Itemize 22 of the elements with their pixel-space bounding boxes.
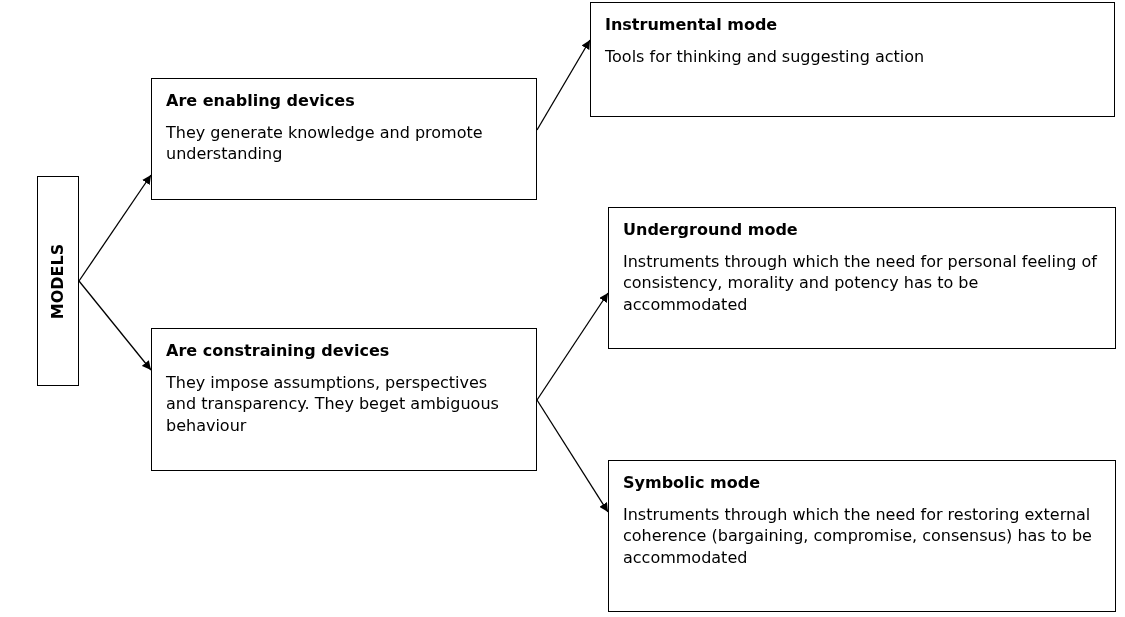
box-description: They generate knowledge and promote understanding xyxy=(166,121,484,165)
box-description: Tools for thinking and suggesting action xyxy=(605,45,926,68)
box-description: They impose assumptions, perspectives and transparency. They beget ambiguous behaviour xyxy=(166,371,500,437)
box-heading: Underground mode xyxy=(623,220,799,241)
box-description: Instruments through which the need for personal feeling of consistency, morality and potency has to be accommodated xyxy=(623,250,1099,316)
arrow xyxy=(78,174,152,282)
arrow xyxy=(78,280,152,371)
arrow xyxy=(536,39,591,131)
box-heading: Are enabling devices xyxy=(166,91,356,112)
box-heading: Symbolic mode xyxy=(623,473,762,494)
text-box xyxy=(608,460,1116,612)
text-box xyxy=(608,207,1116,349)
text-box xyxy=(590,2,1115,117)
arrow xyxy=(536,292,609,401)
box-heading: Are constraining devices xyxy=(166,341,391,362)
text-box xyxy=(151,328,537,471)
box-description: Instruments through which the need for restoring external coherence (bargaining, compromise, consensus) has to be accommodated xyxy=(623,503,1093,569)
arrow xyxy=(536,399,609,513)
text-box xyxy=(151,78,537,200)
vertical-label: MODELS xyxy=(48,243,68,319)
box-heading: Instrumental mode xyxy=(605,15,779,36)
label-box xyxy=(37,176,79,386)
